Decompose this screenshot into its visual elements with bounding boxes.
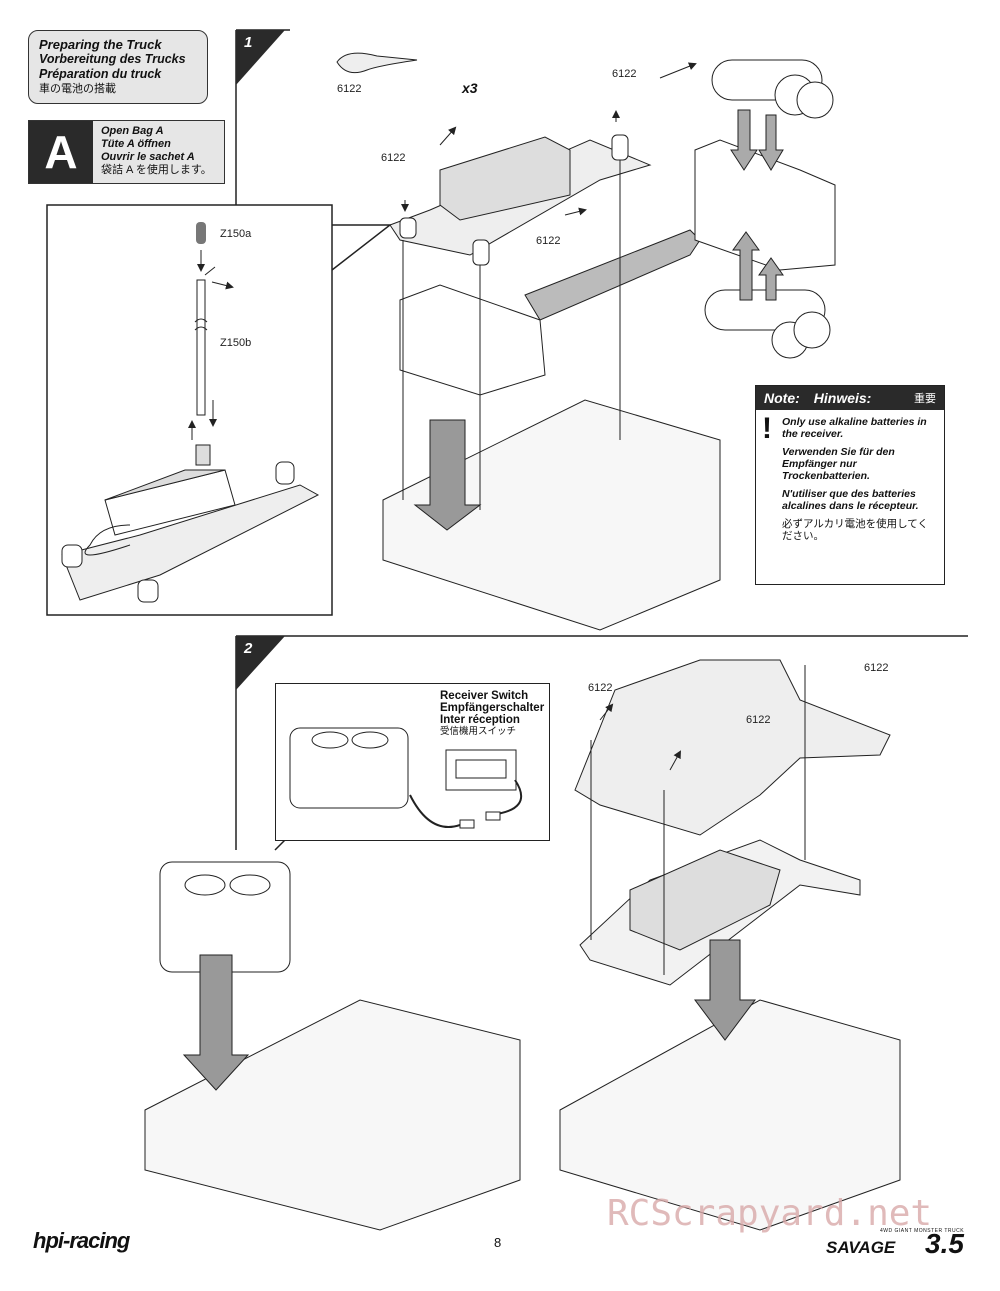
note-text-en: Only use alkaline batteries in the recei… bbox=[782, 416, 927, 440]
antenna-tube-label: Z150b bbox=[220, 337, 252, 349]
note-text-de: Verwenden Sie für den Empfänger nur Troc… bbox=[782, 446, 895, 482]
step1-flag bbox=[236, 30, 285, 85]
clip-label-s2-left: 6122 bbox=[588, 682, 613, 694]
note-text-fr: N'utiliser que des batteries alcalines d… bbox=[782, 488, 919, 512]
title-jp: 車の電池の搭載 bbox=[39, 83, 116, 95]
title-fr: Préparation du truck bbox=[39, 67, 162, 81]
switch-title-en: Receiver Switch bbox=[440, 690, 529, 702]
clip-label-s2-right: 6122 bbox=[864, 662, 889, 674]
switch-title-fr: Inter réception bbox=[440, 714, 520, 726]
clip-quantity: x3 bbox=[462, 80, 478, 96]
step2-chassis-left bbox=[144, 824, 550, 1231]
clip-label-left: 6122 bbox=[381, 152, 406, 164]
clip-label-s2-mid: 6122 bbox=[746, 714, 771, 726]
product-subtitle: 4WD GIANT MONSTER TRUCK bbox=[880, 1228, 965, 1234]
clip-label-top: 6122 bbox=[612, 68, 637, 80]
bag-letter: A bbox=[29, 121, 93, 183]
step2-chassis-right bbox=[559, 659, 901, 1231]
step1-number: 1 bbox=[244, 34, 253, 51]
receiver-switch-title: Receiver Switch Empfängerschalter Inter … bbox=[440, 690, 544, 738]
warning-icon: ! bbox=[762, 412, 772, 445]
antenna-illustration bbox=[188, 222, 232, 466]
antenna-cap-label: Z150a bbox=[220, 228, 252, 240]
receiver-tray-callout bbox=[61, 461, 320, 603]
note-box: Note: Hinweis: 重要 ! Only use alkaline ba… bbox=[755, 385, 945, 585]
battery-pack-illustration bbox=[694, 59, 836, 359]
bag-line-en: Open Bag A bbox=[101, 125, 164, 137]
title-en: Preparing the Truck bbox=[39, 37, 162, 52]
note-text-jp: 必ずアルカリ電池を使用してください。 bbox=[782, 518, 928, 542]
title-de: Vorbereitung des Trucks bbox=[39, 52, 186, 66]
clip-part-label: 6122 bbox=[337, 83, 362, 95]
section-title-box: Preparing the Truck Vorbereitung des Tru… bbox=[28, 30, 208, 104]
switch-title-jp: 受信機用スイッチ bbox=[440, 726, 517, 737]
receiver-switch-art bbox=[289, 727, 523, 829]
note-label-en: Note: bbox=[764, 390, 800, 406]
note-label-de: Hinweis: bbox=[813, 390, 872, 406]
body-clip-icon bbox=[336, 52, 418, 74]
bag-line-jp: 袋詰 A を使用します。 bbox=[101, 164, 212, 176]
bag-instruction-box: A Open Bag A Tüte A öffnen Ouvrir le sac… bbox=[28, 120, 225, 184]
bag-line-de: Tüte A öffnen bbox=[101, 138, 171, 150]
step1-chassis-illustration bbox=[382, 62, 721, 631]
note-label-jp: 重要 bbox=[914, 393, 936, 405]
bag-line-fr: Ouvrir le sachet A bbox=[101, 151, 195, 163]
switch-title-de: Empfängerschalter bbox=[440, 702, 545, 714]
step2-flag bbox=[236, 636, 285, 690]
clip-label-right: 6122 bbox=[536, 235, 561, 247]
page-number: 8 bbox=[494, 1235, 502, 1250]
product-name: SAVAGE bbox=[826, 1238, 896, 1257]
hpi-racing-logo: hpi-racing bbox=[33, 1228, 130, 1253]
watermark: RCScrapyard.net bbox=[607, 1193, 933, 1234]
product-version: 3.5 bbox=[925, 1228, 964, 1259]
step2-number: 2 bbox=[244, 640, 253, 657]
